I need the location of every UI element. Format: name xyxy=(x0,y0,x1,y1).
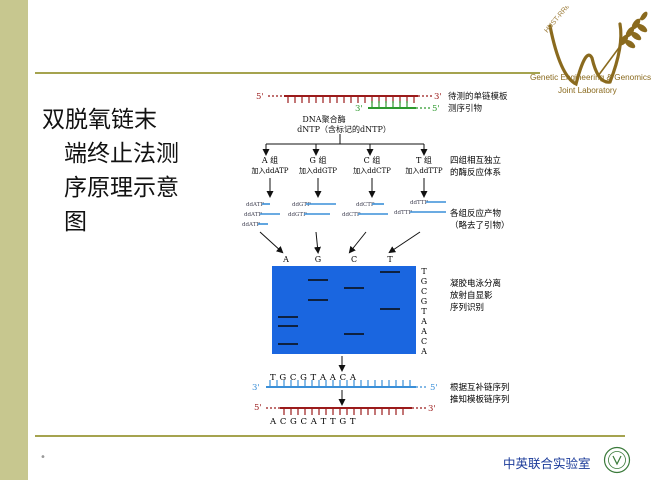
product-a-tag-3: ddATP xyxy=(242,222,260,228)
group-g-add: 加入ddGTP xyxy=(299,166,337,175)
gel-seq-9: A xyxy=(420,347,427,356)
gel-seq-7: A xyxy=(420,327,427,336)
product-t-tag-1: ddTTP xyxy=(410,200,428,206)
title-line-2: 端终止法测 xyxy=(64,141,179,167)
logo-caption-line1: Genetic Engineering & Genomics xyxy=(530,73,652,82)
gel-seq-5: T xyxy=(421,307,427,316)
product-g-tag-1: ddGTP xyxy=(292,202,311,208)
primer-3-end: 3' xyxy=(355,104,363,114)
bottom-template-5-end: 5' xyxy=(254,403,262,413)
dntp-label: dNTP（含标记的dNTP） xyxy=(297,124,391,134)
group-g-name: G 组 xyxy=(310,155,327,165)
title-line-1: 双脱氧链末 xyxy=(42,107,157,133)
lane-g-label: G xyxy=(315,255,321,264)
products-note-1: 各组反应产物 xyxy=(450,208,502,219)
wheat-logo-icon: HUST-RRes xyxy=(543,6,648,87)
footer-lab-name: 中英联合实验室 xyxy=(503,456,591,471)
product-t-tag-2: ddTTP xyxy=(394,210,412,216)
primer-5-end: 5' xyxy=(432,104,440,114)
products-note-2: （略去了引物） xyxy=(450,220,510,231)
group-c-name: C 组 xyxy=(364,155,381,165)
gel-note-2: 放射自显影 xyxy=(450,290,493,301)
gel-note-3: 序列识别 xyxy=(450,302,484,313)
template-label: 待测的单链模板 xyxy=(448,91,508,102)
group-t-add: 加入ddTTP xyxy=(405,166,442,175)
read-sequence: T G C G T A A C A xyxy=(270,373,357,383)
complement-label-2: 推知模板链序列 xyxy=(450,394,510,405)
product-c-tag-1: ddCTP xyxy=(356,202,375,208)
logo-caption-line2: Joint Laboratory xyxy=(558,86,617,95)
lane-a-label: A xyxy=(282,255,289,264)
template-5-end: 5' xyxy=(256,92,264,102)
complement-3-end: 3' xyxy=(252,383,260,393)
slide-title: 双脱氧链末 端终止法测 序原理示意 图 xyxy=(42,103,179,239)
primer-label: 测序引物 xyxy=(448,103,483,114)
group-c-add: 加入ddCTP xyxy=(353,166,391,175)
footer-rule xyxy=(35,435,625,437)
product-a-tag-2: ddATP xyxy=(244,212,262,218)
lab-seal-icon xyxy=(603,446,631,474)
gel-seq-8: C xyxy=(421,337,427,346)
group-a-add: 加入ddATP xyxy=(251,166,288,175)
groups-note-2: 的酶反应体系 xyxy=(450,167,501,178)
group-a-name: A 组 xyxy=(261,155,278,165)
groups-note-1: 四组相互独立 xyxy=(450,155,502,166)
bottom-template-3-end: 3' xyxy=(428,404,436,414)
header-rule xyxy=(35,72,540,74)
complement-label-1: 根据互补链序列 xyxy=(450,382,510,393)
gel-seq-3: C xyxy=(421,287,427,296)
gel-seq-1: T xyxy=(421,267,427,276)
title-line-4: 图 xyxy=(64,209,87,235)
lane-t-label: T xyxy=(387,255,393,264)
product-g-tag-2: ddGTP xyxy=(288,212,307,218)
template-3-end: 3' xyxy=(434,92,442,102)
title-line-3: 序原理示意 xyxy=(64,175,179,201)
gel-panel xyxy=(272,266,416,354)
group-t-name: T 组 xyxy=(416,155,432,165)
gel-seq-2: G xyxy=(421,277,427,286)
product-c-tag-2: ddCTP xyxy=(342,212,361,218)
left-sidebar-bar xyxy=(0,0,28,480)
template-sequence: A C G C A T T G T xyxy=(269,417,356,427)
complement-5-end: 5' xyxy=(430,383,438,393)
product-a-tag-1: ddATP xyxy=(246,202,264,208)
gel-seq-4: G xyxy=(421,297,427,306)
footer-bullet-icon: • xyxy=(40,452,46,463)
lane-c-label: C xyxy=(351,255,357,264)
enzyme-label: DNA聚合酶 xyxy=(302,114,345,124)
gel-seq-6: A xyxy=(420,317,427,326)
gel-note-1: 凝胶电泳分离 xyxy=(450,278,501,289)
